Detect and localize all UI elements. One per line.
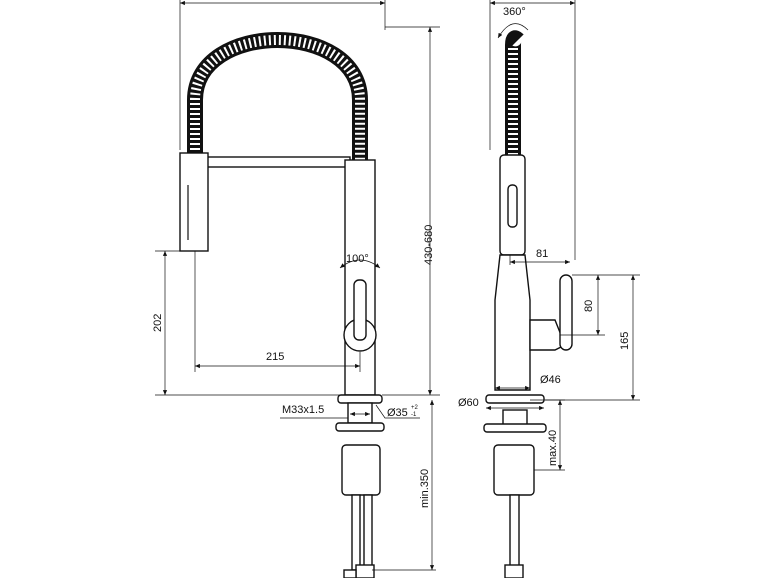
side-view: 360° 81 80 165 Ø46 Ø60 max.40 bbox=[458, 0, 640, 578]
hole-diameter-label: Ø35 bbox=[387, 407, 408, 419]
spray-button bbox=[507, 184, 518, 228]
tolerance-plus: +2 bbox=[411, 405, 419, 411]
thread-label: M33x1.5 bbox=[282, 404, 324, 416]
supply-hose-right bbox=[363, 494, 373, 571]
max-thickness-label: max.40 bbox=[547, 430, 559, 466]
side-washer bbox=[483, 423, 547, 433]
supply-hose-left bbox=[351, 494, 361, 571]
spout-height-label: 202 bbox=[152, 314, 164, 332]
side-base-plate bbox=[485, 394, 545, 404]
handle-reach-label: 81 bbox=[536, 248, 548, 260]
front-view: 100° 430-680 202 215 M33x1.5 Ø35 +2 -1 bbox=[152, 0, 440, 578]
body-diameter-label: Ø46 bbox=[540, 374, 561, 386]
fixing-washer bbox=[335, 422, 385, 432]
handle-angle-label: 100° bbox=[346, 253, 369, 265]
spray-head bbox=[179, 152, 209, 252]
handle-height-label: 80 bbox=[583, 300, 595, 312]
side-fixing-nut bbox=[493, 444, 535, 496]
side-supply-hose bbox=[509, 494, 520, 571]
handle-lever bbox=[353, 279, 367, 341]
rotation-label: 360° bbox=[503, 6, 526, 18]
base-plate bbox=[337, 394, 383, 404]
thread-shank bbox=[347, 402, 373, 424]
side-body bbox=[494, 254, 531, 391]
base-diameter-label: Ø60 bbox=[458, 397, 479, 409]
height-range-label: 430-680 bbox=[423, 225, 435, 265]
side-handle-lever bbox=[559, 274, 573, 351]
spout-reach-label: 215 bbox=[266, 351, 284, 363]
hose-length-label: min.350 bbox=[419, 469, 431, 508]
spout-bar bbox=[199, 156, 351, 168]
side-handle-hub bbox=[529, 319, 566, 351]
tolerance-minus: -1 bbox=[411, 412, 417, 418]
fixing-nut bbox=[341, 444, 381, 496]
handle-base-height-label: 165 bbox=[619, 332, 631, 350]
